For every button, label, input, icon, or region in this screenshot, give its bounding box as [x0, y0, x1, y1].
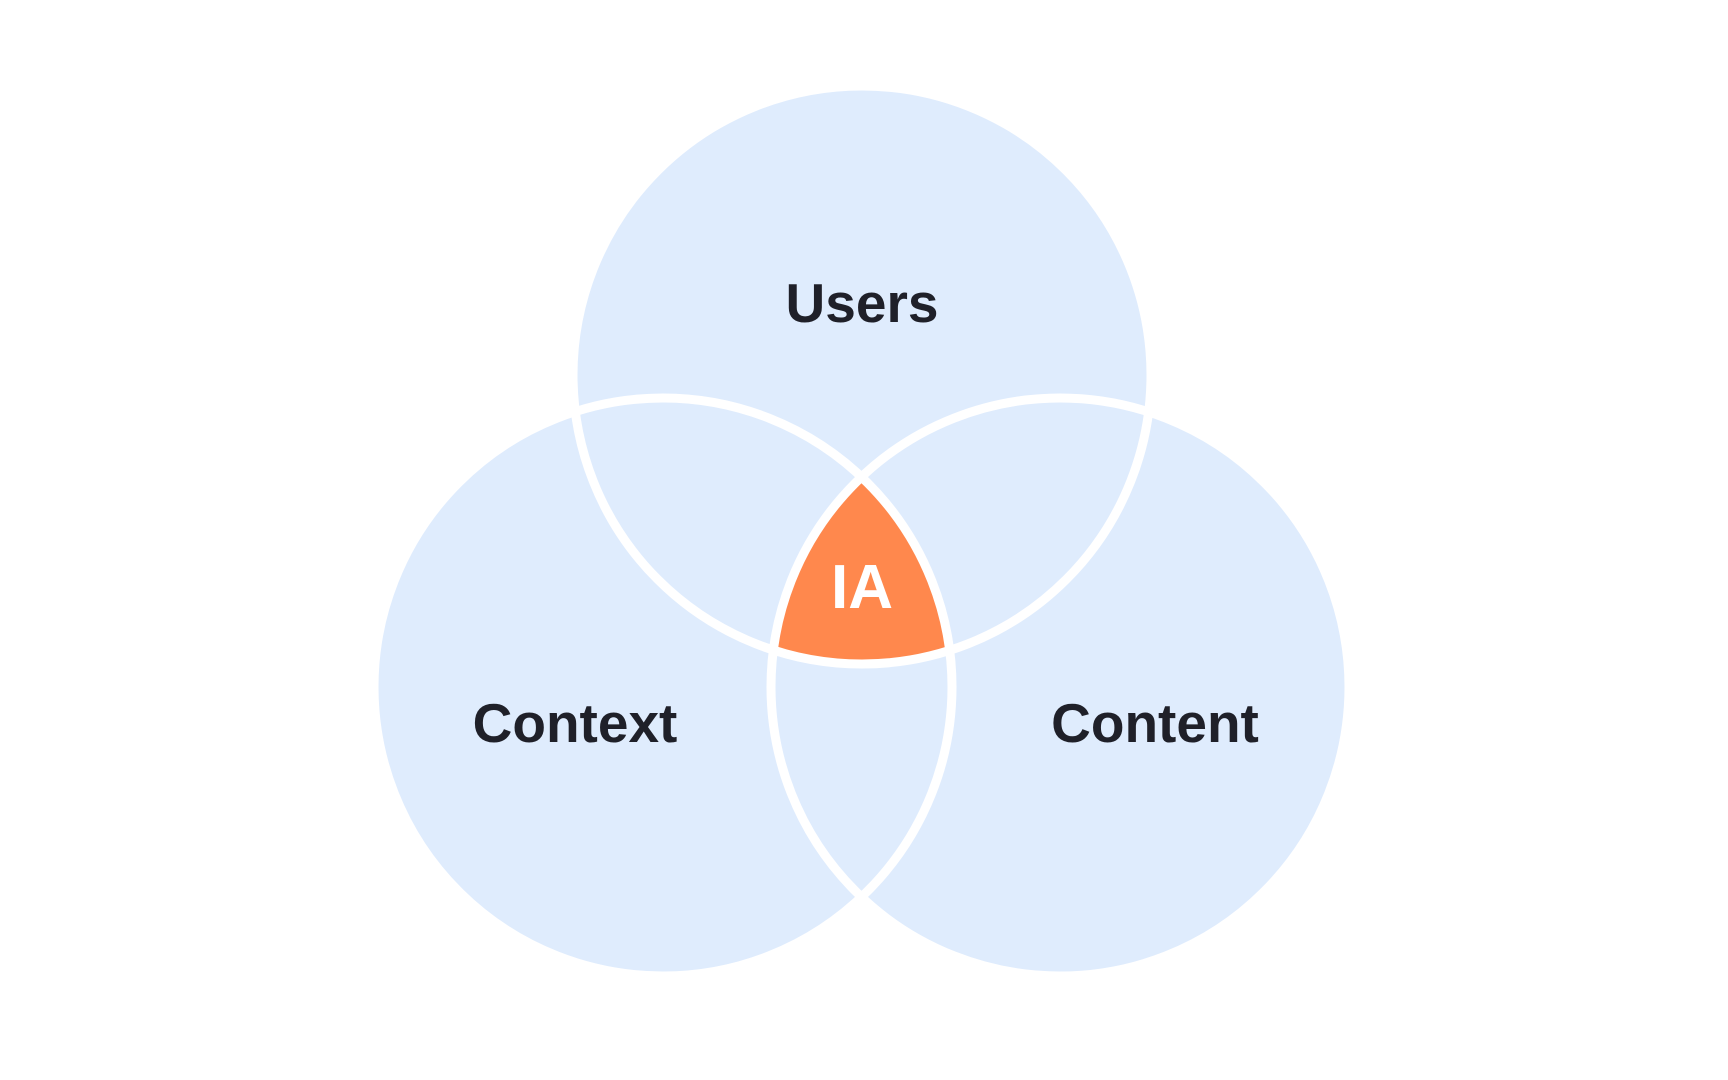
label-ia: IA	[831, 553, 893, 622]
label-content: Content	[1051, 692, 1259, 754]
outline-content	[766, 393, 1354, 981]
outline-context	[369, 393, 957, 981]
label-users: Users	[786, 272, 939, 334]
outline-users	[568, 81, 1156, 669]
label-context: Context	[473, 692, 678, 754]
